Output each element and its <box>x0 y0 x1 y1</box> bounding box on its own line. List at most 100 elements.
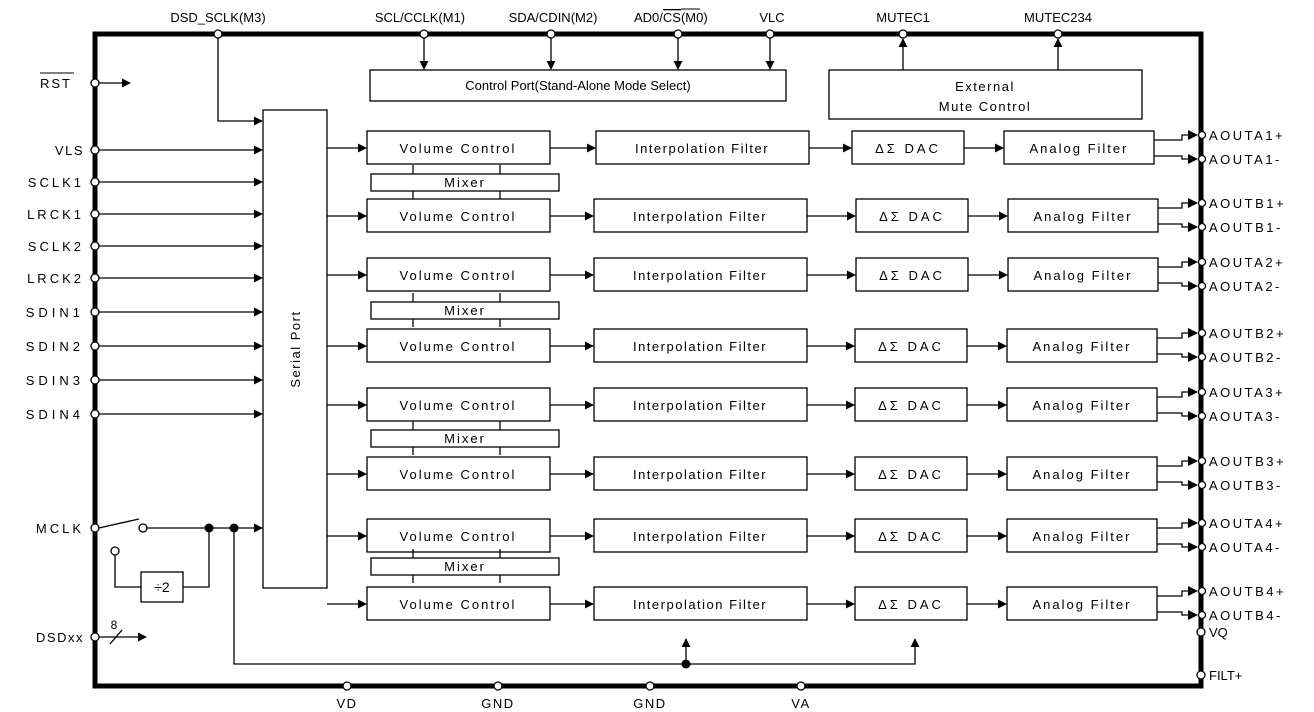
mute-control-label-line1: External <box>955 79 1015 94</box>
output-pin-label-plus-5: AOUTA3+ <box>1209 385 1285 400</box>
interpolation-filter-label-5: Interpolation Filter <box>633 398 767 413</box>
dsd-sclk-pin <box>213 29 223 39</box>
output-arrow-plus-2 <box>1188 198 1198 208</box>
switch-contact-direct <box>138 523 148 533</box>
rst-pin-label: RST <box>40 76 72 91</box>
analog-filter-label-5: Analog Filter <box>1033 398 1132 413</box>
output-arrow-minus-8 <box>1188 610 1198 620</box>
output-pin-minus-2 <box>1197 222 1207 232</box>
interpolation-filter-block-7 <box>593 518 808 553</box>
mixer-block-1 <box>370 173 560 192</box>
output-pin-label-plus-4: AOUTB2+ <box>1209 326 1286 341</box>
vls-pin-label: VLS <box>55 143 84 158</box>
interpolation-filter-label-2: Interpolation Filter <box>633 209 767 224</box>
output-arrow-plus-1 <box>1188 130 1198 140</box>
sclk1-pin <box>90 177 100 187</box>
output-pin-minus-3 <box>1197 281 1207 291</box>
mutec234-pin-label: MUTEC234 <box>1024 10 1092 25</box>
mutec234-pin <box>1053 29 1063 39</box>
output-wire-minus-1 <box>1154 155 1192 160</box>
lrck1-pin-label: LRCK1 <box>27 207 84 222</box>
ad0-pin <box>673 29 683 39</box>
output-arrow-plus-6 <box>1188 456 1198 466</box>
output-wire-minus-8 <box>1157 611 1192 616</box>
output-arrow-plus-3 <box>1188 257 1198 267</box>
sclk2-pin <box>90 241 100 251</box>
output-pin-plus-3 <box>1197 257 1207 267</box>
output-wire-minus-4 <box>1157 353 1192 358</box>
gnd-pin-2 <box>645 681 655 691</box>
sdin1-pin <box>90 307 100 317</box>
output-pin-plus-2 <box>1197 198 1207 208</box>
output-pin-minus-4 <box>1197 352 1207 362</box>
output-pin-minus-5 <box>1197 411 1207 421</box>
lrck1-pin <box>90 209 100 219</box>
output-pin-minus-8 <box>1197 610 1207 620</box>
mixer-label-1: Mixer <box>444 175 486 190</box>
output-arrow-plus-7 <box>1188 518 1198 528</box>
analog-filter-block-1 <box>1003 130 1155 165</box>
sda-pin-label: SDA/CDIN(M2) <box>509 10 598 25</box>
sdin2-pin <box>90 341 100 351</box>
analog-filter-block-2 <box>1007 198 1159 233</box>
bus-slash <box>109 629 123 645</box>
output-pin-plus-5 <box>1197 387 1207 397</box>
output-pin-label-minus-2: AOUTB1- <box>1209 220 1283 235</box>
dsd-sclk-pin-label: DSD_SCLK(M3) <box>170 10 265 25</box>
volume-control-block-3 <box>366 257 551 292</box>
volume-control-label-1: Volume Control <box>400 141 517 156</box>
output-arrow-minus-5 <box>1188 411 1198 421</box>
output-wire-plus-7 <box>1157 522 1192 529</box>
dac-label-7: ΔΣ DAC <box>878 529 944 544</box>
divider-input-wire <box>114 555 141 588</box>
mixer-label-3: Mixer <box>444 431 486 446</box>
dac-block-7 <box>854 518 968 553</box>
output-wire-plus-2 <box>1158 202 1192 209</box>
output-pin-label-plus-8: AOUTB4+ <box>1209 584 1286 599</box>
interpolation-filter-block-6 <box>593 456 808 491</box>
mute-control-label-line2: Mute Control <box>939 99 1031 114</box>
output-wire-plus-1 <box>1154 134 1192 141</box>
output-pin-label-minus-8: AOUTB4- <box>1209 608 1283 623</box>
filt-pin <box>1196 670 1206 680</box>
sdin3-pin <box>90 375 100 385</box>
vq-pin <box>1196 627 1206 637</box>
output-pin-label-minus-5: AOUTA3- <box>1209 409 1282 424</box>
output-pin-minus-1 <box>1197 154 1207 164</box>
mixer-block-4 <box>370 557 560 576</box>
analog-filter-block-3 <box>1007 257 1159 292</box>
dac-label-6: ΔΣ DAC <box>878 467 944 482</box>
output-wire-plus-6 <box>1157 460 1192 467</box>
vlc-pin-label: VLC <box>759 10 784 25</box>
volume-control-block-4 <box>366 328 551 363</box>
volume-control-block-2 <box>366 198 551 233</box>
va-pin-label: VA <box>791 696 810 711</box>
output-pin-label-minus-1: AOUTA1- <box>1209 152 1282 167</box>
output-arrow-minus-2 <box>1188 222 1198 232</box>
analog-filter-label-8: Analog Filter <box>1033 597 1132 612</box>
mixer-block-2 <box>370 301 560 320</box>
output-wire-plus-4 <box>1157 332 1192 339</box>
output-pin-label-minus-3: AOUTA2- <box>1209 279 1282 294</box>
mclk-pin <box>90 523 100 533</box>
interpolation-filter-label-6: Interpolation Filter <box>633 467 767 482</box>
output-wire-minus-2 <box>1158 223 1192 228</box>
output-pin-label-minus-6: AOUTB3- <box>1209 478 1283 493</box>
mutec1-pin <box>898 29 908 39</box>
lrck2-pin <box>90 273 100 283</box>
analog-filter-label-1: Analog Filter <box>1030 141 1129 156</box>
interpolation-filter-label-4: Interpolation Filter <box>633 339 767 354</box>
interpolation-filter-label-7: Interpolation Filter <box>633 529 767 544</box>
sdin1-pin-label: SDIN1 <box>26 305 84 320</box>
dac-label-4: ΔΣ DAC <box>878 339 944 354</box>
volume-control-label-4: Volume Control <box>400 339 517 354</box>
interpolation-filter-block-1 <box>595 130 810 165</box>
gnd-pin-1 <box>493 681 503 691</box>
sclk1-pin-label: SCLK1 <box>28 175 84 190</box>
volume-control-block-1 <box>366 130 551 165</box>
dsd-sclk-wire <box>217 38 263 126</box>
sdin3-pin-label: SDIN3 <box>26 373 84 388</box>
dsdxx-pin-label: DSDxx <box>36 630 84 645</box>
volume-control-label-5: Volume Control <box>400 398 517 413</box>
lrck2-pin-label: LRCK2 <box>27 271 84 286</box>
